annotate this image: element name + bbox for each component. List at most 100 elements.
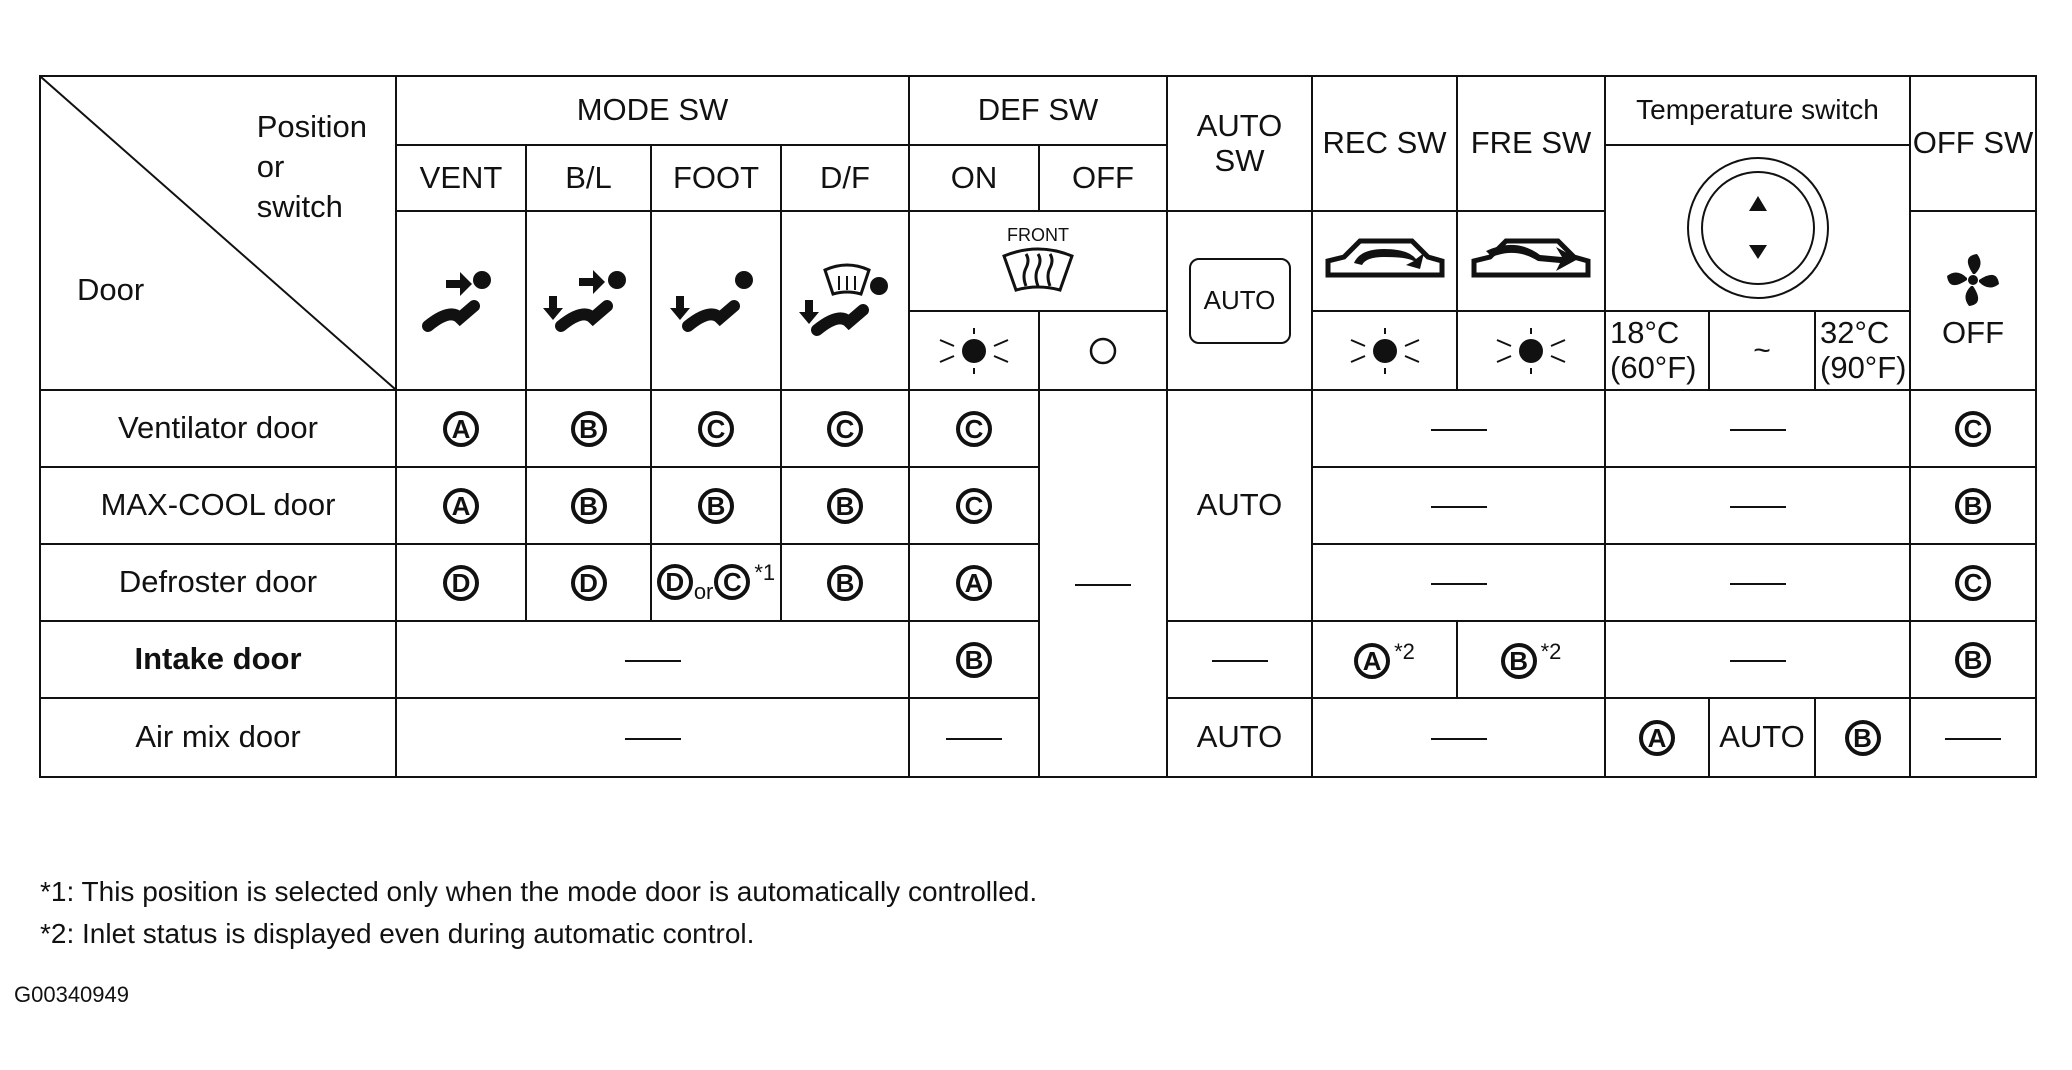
indicator-lamp-off-icon <box>1089 337 1117 364</box>
fre-sw-header: FRE SW <box>1456 75 1606 212</box>
def-sw-header: DEF SW <box>908 75 1168 146</box>
vent-mode-icon <box>422 270 491 332</box>
not-applicable-dash <box>1729 660 1786 663</box>
auto-button-cell: AUTO <box>1166 210 1313 391</box>
position-badge: D <box>656 564 693 601</box>
position-badge: B <box>956 641 992 678</box>
temp-dial-cell <box>1603 144 1912 312</box>
position-badge: B <box>1500 643 1537 680</box>
corner-position-label: Position or switch <box>256 109 367 224</box>
df-header: D/F <box>780 144 910 212</box>
table-row-intake: Intake door B A*2 B*2 B <box>39 620 2038 699</box>
bilevel-mode-icon <box>542 269 626 332</box>
position-badge: D <box>443 564 479 601</box>
not-applicable-dash <box>1729 583 1786 586</box>
not-applicable-dash <box>1430 738 1487 741</box>
fre-indicator-lamp-icon <box>1496 327 1566 374</box>
def-off-merged-cell <box>1038 389 1168 778</box>
row-label-defroster: Defroster door <box>39 543 397 622</box>
position-badge: C <box>1955 564 1992 601</box>
not-applicable-dash <box>1075 584 1131 587</box>
position-badge: A <box>443 410 479 447</box>
rec-indicator-lamp-icon <box>1350 327 1419 374</box>
row-label-airmix: Air mix door <box>39 697 397 778</box>
airmix-auto-cell: AUTO <box>1166 697 1313 778</box>
footnote-2: *2: Inlet status is displayed even durin… <box>40 918 755 949</box>
not-applicable-dash <box>1430 583 1487 586</box>
airmix-temp-mid-cell: AUTO <box>1708 697 1816 778</box>
temperature-dial-icon <box>1686 157 1829 299</box>
corner-door-label: Door <box>77 272 145 307</box>
position-badge: B <box>827 564 863 601</box>
recirculation-car-icon <box>1325 238 1444 278</box>
position-badge: A <box>956 564 992 601</box>
footnote-marker: *1 <box>754 560 776 586</box>
front-defrost-icon-cell: FRONT <box>908 210 1168 312</box>
table-row-airmix: Air mix door AUTO A AUTO B <box>39 697 2038 778</box>
figure-id: G00340949 <box>14 982 129 1007</box>
position-badge: B <box>570 410 607 447</box>
auto-sw-header: AUTO SW <box>1166 75 1313 212</box>
corner-diagonal <box>42 78 394 388</box>
not-applicable-dash <box>1430 429 1487 432</box>
foot-header: FOOT <box>650 144 782 212</box>
front-defrost-icon <box>1002 247 1074 292</box>
bl-header: B/L <box>525 144 652 212</box>
def-off-indicator-cell <box>1038 310 1168 391</box>
position-badge: A <box>1354 643 1391 680</box>
rec-indicator-cell <box>1311 310 1458 391</box>
foot-icon-cell <box>650 210 782 391</box>
position-badge: B <box>1955 487 1992 524</box>
fan-icon <box>1947 254 2000 307</box>
temp-low-cell: 18°C(60°F) <box>1604 310 1710 391</box>
table-corner-header: Position or switch Door <box>39 75 397 391</box>
foot-mode-icon <box>670 270 753 332</box>
def-on-header: ON <box>908 144 1040 212</box>
not-applicable-dash <box>946 738 1002 741</box>
position-badge: B <box>570 487 607 524</box>
not-applicable-dash <box>1211 660 1268 663</box>
auto-sw-merged-cell: AUTO <box>1166 389 1313 622</box>
position-badge: C <box>714 564 751 601</box>
position-badge: B <box>1955 641 1992 678</box>
off-icon-cell: OFF <box>1909 210 2038 391</box>
df-icon-cell <box>780 210 910 391</box>
indicator-lamp-on-icon <box>939 327 1009 374</box>
not-applicable-dash <box>1945 738 2002 741</box>
position-badge: C <box>956 487 992 524</box>
position-badge: C <box>827 410 863 447</box>
temp-high-cell: 32°C(90°F) <box>1813 310 1912 391</box>
row-label-intake: Intake door <box>39 620 397 699</box>
rec-sw-header: REC SW <box>1311 75 1458 212</box>
bl-icon-cell <box>525 210 652 391</box>
footnote-marker: *2 <box>1394 638 1415 664</box>
table-row-ventilator: Ventilator door A B C C C AUTO C <box>39 389 2038 778</box>
vent-header: VENT <box>395 144 527 212</box>
def-off-header: OFF <box>1038 144 1168 212</box>
position-badge: D <box>570 564 607 601</box>
vent-icon-cell <box>395 210 527 391</box>
position-badge: A <box>443 487 479 524</box>
position-badge: B <box>698 487 734 524</box>
off-sw-header: OFF SW <box>1909 75 2038 212</box>
rec-icon-cell <box>1311 210 1458 312</box>
position-badge: B <box>827 487 863 524</box>
not-applicable-dash <box>624 660 681 663</box>
defrost-foot-mode-icon <box>799 263 888 336</box>
position-badge: C <box>1955 410 1992 447</box>
not-applicable-dash <box>1729 429 1786 432</box>
footnote-marker: *2 <box>1540 638 1562 664</box>
front-label: FRONT <box>1007 225 1069 246</box>
not-applicable-dash <box>1430 506 1487 509</box>
auto-button-icon: AUTO <box>1188 257 1291 344</box>
position-badge: C <box>956 410 992 447</box>
position-badge: A <box>1639 719 1675 756</box>
temp-tilde-cell: ~ <box>1708 310 1816 391</box>
position-badge: B <box>1844 719 1881 756</box>
fresh-air-car-icon <box>1471 238 1591 278</box>
mode-sw-header: MODE SW <box>395 75 910 146</box>
off-label: OFF <box>1942 315 2005 351</box>
